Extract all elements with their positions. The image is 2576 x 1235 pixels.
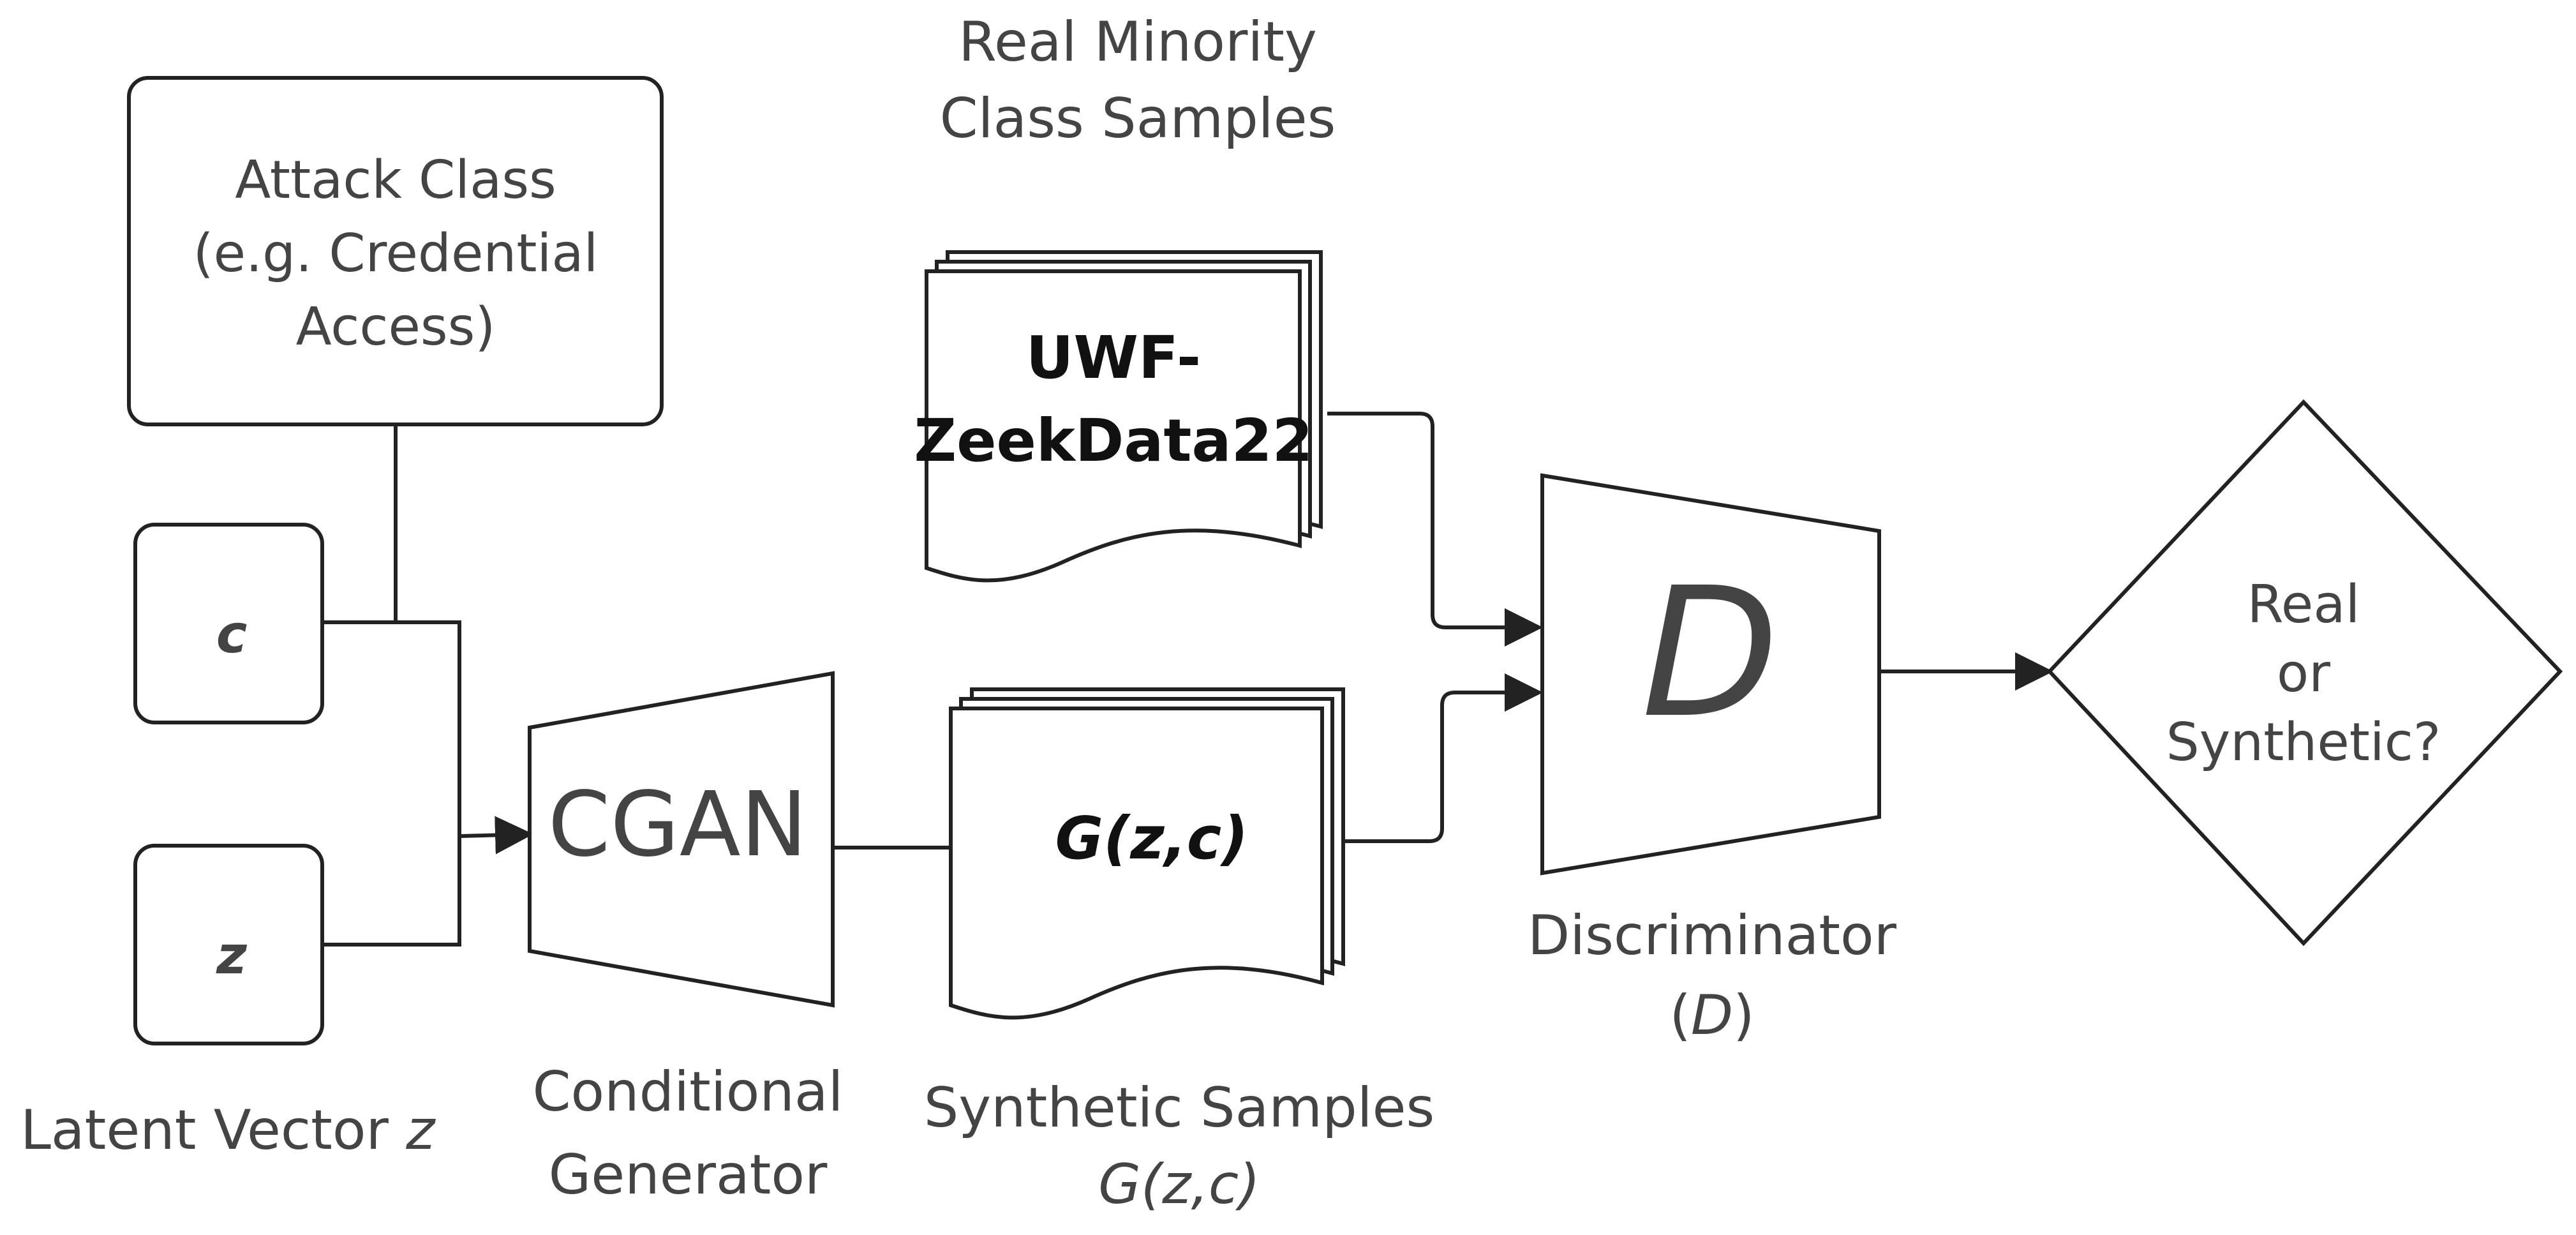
- attack-class-box: Attack Class (e.g. Credential Access): [127, 76, 664, 426]
- real-doc-line-2: ZeekData22: [914, 407, 1313, 475]
- connector-real-to-discriminator: [1327, 412, 1543, 647]
- synthetic-caption-line-1: Synthetic Samples: [924, 1076, 1435, 1140]
- connector-synthetic-to-discriminator: [1343, 673, 1543, 843]
- real-samples-caption-line-1: Real Minority: [958, 10, 1317, 74]
- synthetic-doc-label: G(z,c): [1055, 804, 1249, 872]
- c-box-outline: [133, 523, 324, 724]
- latent-vector-prefix: Latent Vector: [20, 1098, 406, 1162]
- decision-diamond: Real or Synthetic?: [2046, 399, 2563, 947]
- synthetic-caption-line-2: G(z,c): [1098, 1153, 1260, 1216]
- discriminator-caption-line-2: (D): [1669, 984, 1754, 1047]
- decision-diamond-outline: [2046, 399, 2563, 947]
- synthetic-doc-front: [949, 707, 1324, 1020]
- connectors: [322, 412, 2053, 947]
- attack-class-line-1: Attack Class: [235, 150, 556, 211]
- latent-vector-var: z: [405, 1098, 436, 1162]
- discriminator-trapezoid: [1540, 473, 1881, 876]
- decision-line-2: or: [2277, 643, 2330, 704]
- generator-caption-line-2: Generator: [549, 1143, 828, 1207]
- discriminator-caption-line-1: Discriminator: [1528, 904, 1897, 968]
- generator-trapezoid: [528, 671, 835, 1008]
- z-box-outline: [133, 844, 324, 1045]
- decision-line-3: Synthetic?: [2166, 712, 2441, 773]
- real-doc-front: [925, 269, 1302, 583]
- connector-junction-to-generator: [459, 816, 533, 855]
- attack-class-line-3: Access): [296, 297, 496, 357]
- real-samples-caption-line-2: Class Samples: [940, 87, 1336, 151]
- decision-line-1: Real: [2247, 574, 2360, 635]
- z-input-box: z: [133, 844, 324, 1045]
- connector-c-to-junction: [322, 620, 461, 836]
- discriminator-caption-var: D: [1691, 984, 1733, 1047]
- attack-class-line-2: (e.g. Credential: [193, 223, 599, 284]
- discriminator-caption-close: ): [1733, 984, 1755, 1047]
- generator: CGAN: [528, 671, 835, 1008]
- discriminator-caption-open: (: [1669, 984, 1691, 1047]
- connector-z-to-junction: [322, 836, 461, 947]
- c-input-box: c: [133, 523, 324, 724]
- z-label: z: [216, 925, 248, 986]
- synthetic-samples-document-stack: G(z,c): [949, 687, 1345, 1020]
- attack-class-box-outline: [127, 76, 664, 426]
- generator-label: CGAN: [548, 773, 808, 877]
- discriminator-label: D: [1641, 550, 1779, 758]
- latent-vector-label: Latent Vector z: [20, 1098, 436, 1162]
- c-label: c: [216, 604, 248, 665]
- real-doc-line-1: UWF-: [1026, 324, 1201, 392]
- generator-caption-line-1: Conditional: [533, 1060, 844, 1124]
- real-samples-document-stack: UWF- ZeekData22: [914, 250, 1323, 583]
- discriminator: D: [1540, 473, 1881, 876]
